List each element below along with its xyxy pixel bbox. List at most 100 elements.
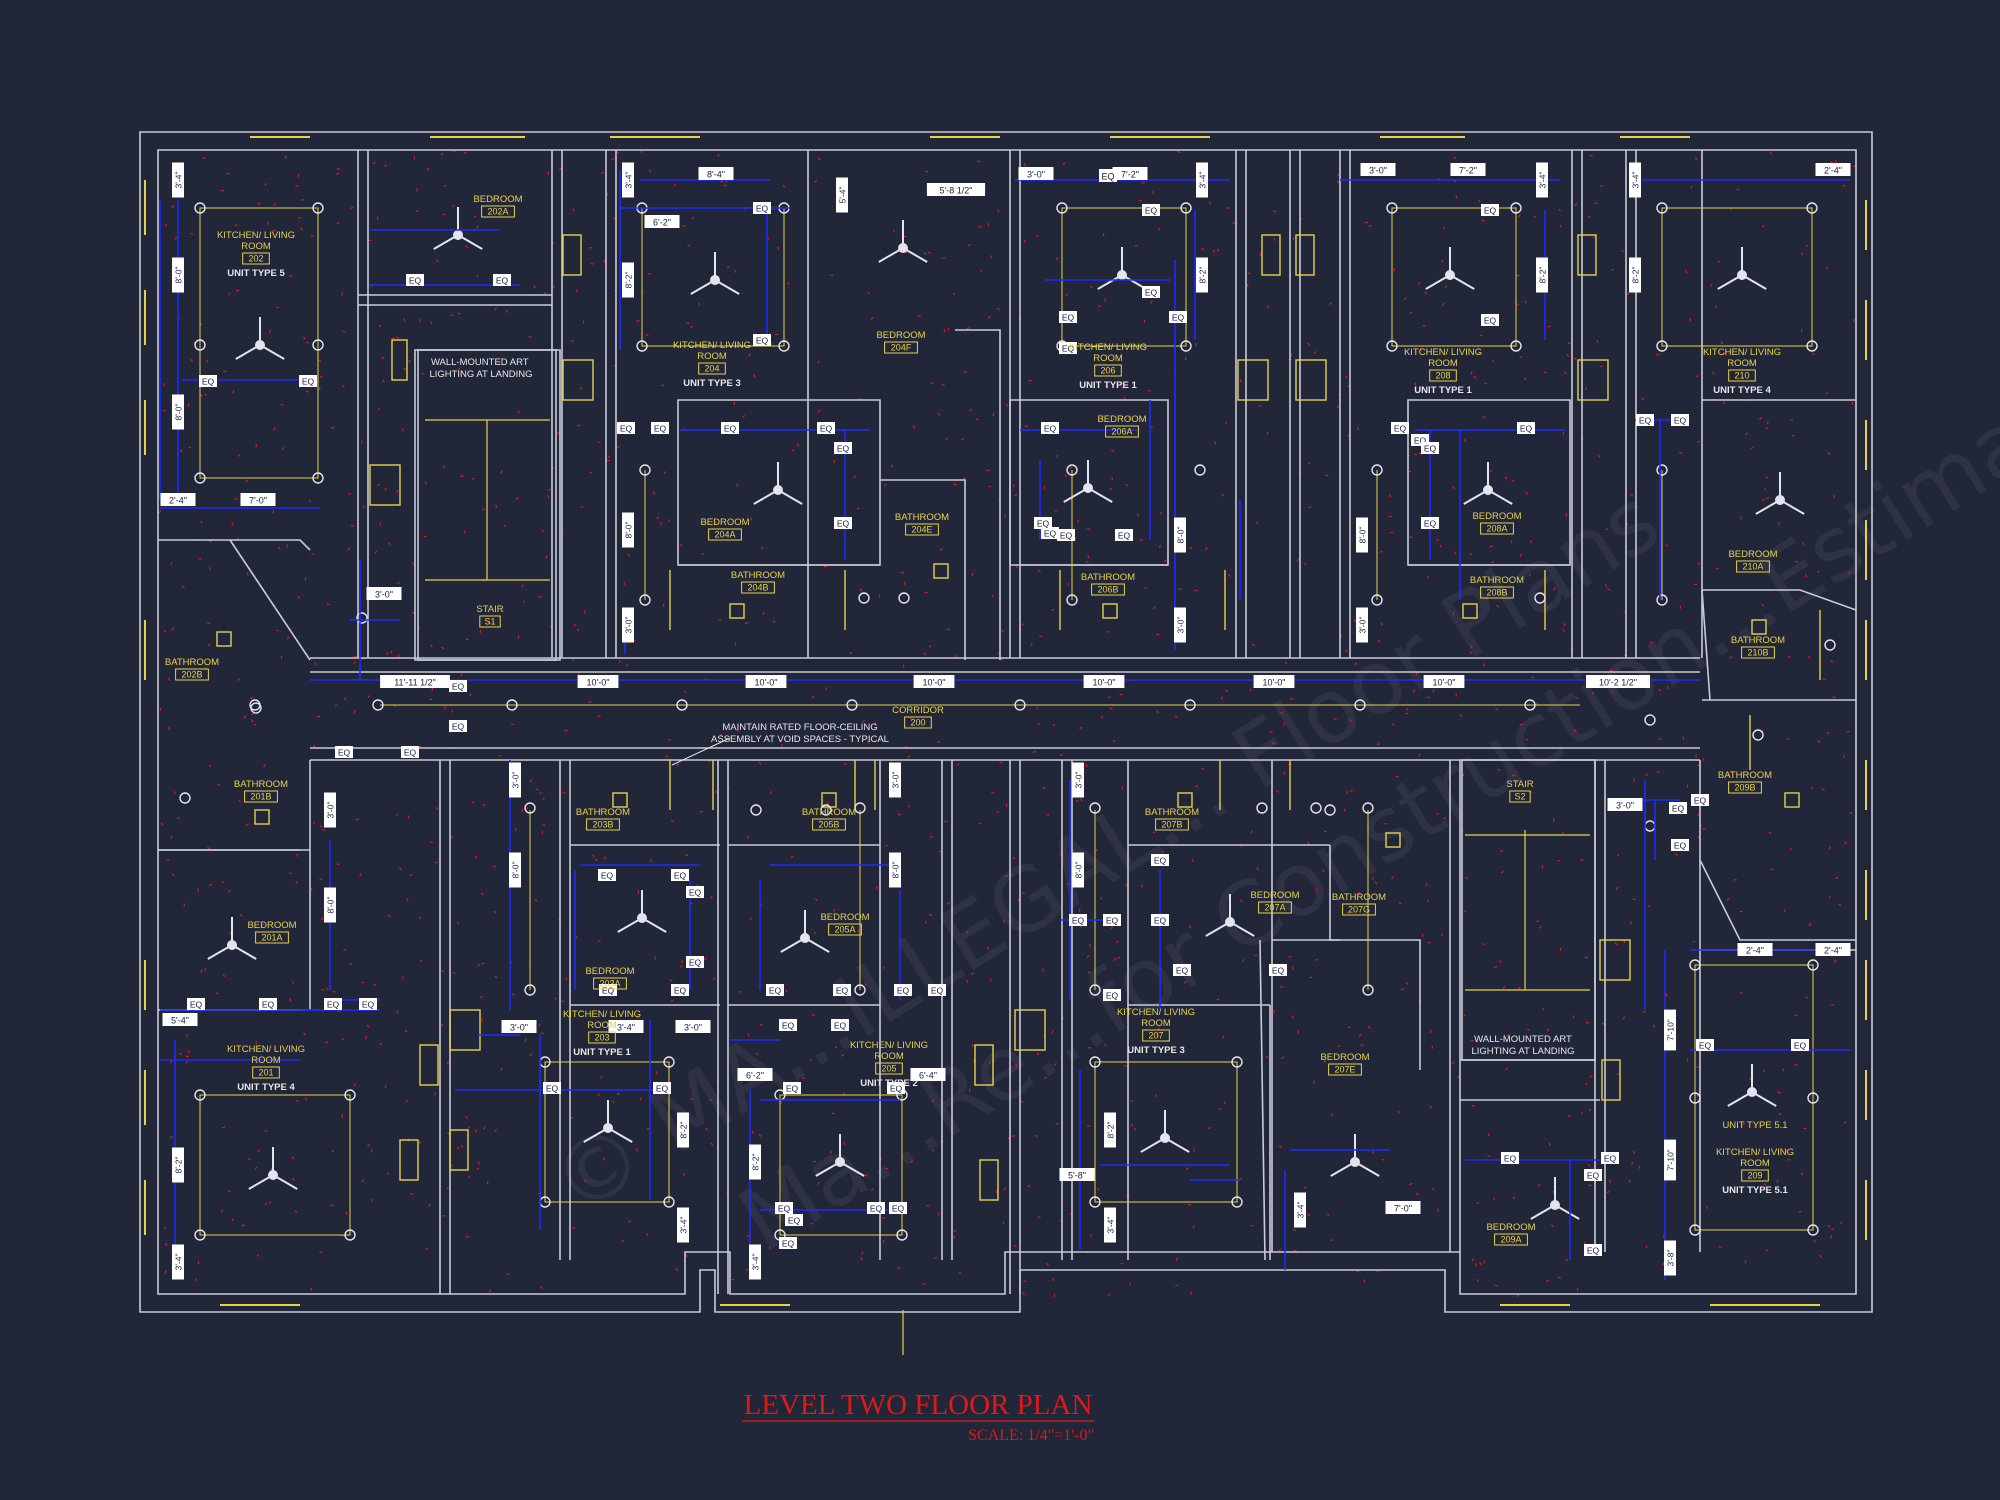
svg-text:EQ: EQ (1172, 312, 1185, 322)
room-name: BEDROOM (473, 194, 522, 205)
dimension-tag: 3'-0" (1607, 798, 1643, 811)
dimension-tag-vertical: 8'-0" (324, 887, 336, 923)
dimension-tag-vertical: 8'-2" (1536, 257, 1548, 293)
recessed-light-icon (636, 340, 648, 352)
dimension-tag-vertical: 8'-2" (622, 262, 634, 298)
eq-tag: EQ (1059, 311, 1077, 323)
eq-tag: EQ (831, 1019, 849, 1031)
dimension-tag-vertical: 8'-0" (1356, 517, 1368, 553)
eq-tag: EQ (817, 422, 835, 434)
dimension-tag-vertical: 3'-0" (1072, 762, 1084, 798)
dimension-tag-vertical: 8'-2" (1196, 257, 1208, 293)
room-tag: 202B (181, 670, 202, 680)
svg-text:EQ: EQ (496, 275, 509, 285)
eq-tag: EQ (1669, 802, 1687, 814)
recessed-light-icon (344, 1229, 356, 1241)
svg-text:EQ: EQ (452, 681, 465, 691)
eq-tag: EQ (1151, 854, 1169, 866)
dimension-value: 3'-4" (1295, 1202, 1305, 1219)
recessed-light-icon (194, 202, 206, 214)
recessed-light-icon (896, 1229, 908, 1241)
dimension-tag: 3'-0" (1018, 167, 1054, 180)
svg-text:EQ: EQ (870, 1203, 883, 1213)
recessed-light-icon (194, 472, 206, 484)
dimension-tag: 2'-4" (1815, 163, 1851, 176)
dimension-tag-vertical: 3'-8" (1664, 1240, 1676, 1276)
dimension-value: 3'-4" (1630, 172, 1640, 189)
svg-text:EQ: EQ (689, 957, 702, 967)
eq-tag: EQ (599, 984, 617, 996)
room-tag: 206 (1100, 366, 1115, 376)
recessed-light-icon (1656, 464, 1668, 476)
eq-tag: EQ (1671, 839, 1689, 851)
room-tag: 209A (1500, 1235, 1521, 1245)
recessed-light-icon (372, 699, 384, 711)
dimension-tag-vertical: 3'-4" (1104, 1207, 1116, 1243)
dimension-tag: 10'-0" (577, 675, 619, 688)
eq-tag: EQ (1421, 442, 1439, 454)
room-tag: 201 (258, 1068, 273, 1078)
unit-type: UNIT TYPE 5 (227, 268, 285, 279)
recessed-light-icon (1180, 340, 1192, 352)
svg-text:EQ: EQ (1154, 855, 1167, 865)
room-name: BEDROOM (1097, 414, 1146, 425)
room-name: STAIR (1506, 779, 1533, 790)
recessed-light-icon (194, 1229, 206, 1241)
recessed-light-icon (1644, 820, 1656, 832)
room-tag: 207B (1161, 820, 1182, 830)
recessed-light-icon (1231, 1056, 1243, 1068)
ceiling-fan-icon (815, 1134, 865, 1177)
dimension-value: 7'-0" (249, 496, 267, 506)
eq-tag: EQ (1034, 517, 1052, 529)
room-name: ROOM (874, 1051, 904, 1062)
room-tag: 204E (911, 525, 932, 535)
dimension-tag-vertical: 8'-0" (1072, 852, 1084, 888)
dimension-tag-vertical: 8'-0" (1174, 517, 1186, 553)
dimension-tag: 7'-0" (240, 493, 276, 506)
svg-text:EQ: EQ (404, 747, 417, 757)
dimension-value: 7'-2" (1459, 166, 1477, 176)
recessed-light-icon (846, 699, 858, 711)
recessed-light-icon (1362, 984, 1374, 996)
dimension-value: 7'-0" (1394, 1204, 1412, 1214)
recessed-light-icon (1324, 804, 1336, 816)
room-name: BEDROOM (1486, 1222, 1535, 1233)
dimension-value: EQ (1101, 172, 1114, 182)
dimension-tag-vertical: 3'-0" (889, 762, 901, 798)
recessed-light-icon (1689, 959, 1701, 971)
room-name: KITCHEN/ LIVING (1069, 342, 1147, 353)
room-tag: 206B (1097, 585, 1118, 595)
room-name: KITCHEN/ LIVING (217, 230, 295, 241)
recessed-light-icon (524, 802, 536, 814)
dimension-tag: 3'-4" (608, 1020, 644, 1033)
eq-tag: EQ (766, 984, 784, 996)
room-name: ROOM (1428, 358, 1458, 369)
svg-text:EQ: EQ (1145, 287, 1158, 297)
dimension-tag-vertical: 8'-2" (1104, 1112, 1116, 1148)
dimension-value: 8'-2" (623, 272, 633, 289)
recessed-light-icon (1014, 699, 1026, 711)
recessed-light-icon (506, 699, 518, 711)
ceiling-fan-icon (248, 1147, 298, 1190)
dimension-value: 8'-0" (890, 862, 900, 879)
svg-text:EQ: EQ (620, 423, 633, 433)
room-tag: 204A (714, 530, 735, 540)
room-name: BEDROOM (1472, 511, 1521, 522)
recessed-light-icon (1752, 729, 1764, 741)
ceiling-fan-icon (433, 207, 483, 250)
eq-tag: EQ (1115, 529, 1133, 541)
room-label: BEDROOM 209A (1486, 1222, 1536, 1246)
recessed-light-icon (820, 804, 832, 816)
room-name: STAIR (476, 604, 503, 615)
dimension-tag-vertical: 8'-2" (1629, 257, 1641, 293)
eq-tag: EQ (493, 274, 511, 286)
svg-text:EQ: EQ (1118, 530, 1131, 540)
